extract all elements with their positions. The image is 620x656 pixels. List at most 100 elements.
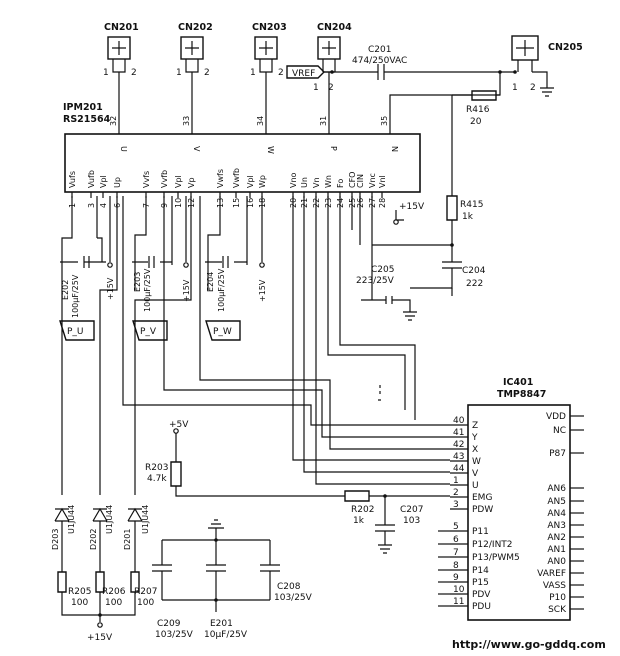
ic-right-pin-name: AN0: [547, 557, 566, 567]
ic-right-pin-name: SCK: [548, 605, 567, 615]
ic-pin-number: 43: [453, 452, 464, 462]
svg-text:U1JU44: U1JU44: [141, 505, 150, 534]
ipm-pin-name: Fo: [336, 179, 345, 188]
ic-pin-number: 41: [453, 428, 464, 438]
svg-text:R207: R207: [134, 587, 157, 597]
ic-pin-name: W: [472, 457, 481, 467]
svg-text:R415: R415: [460, 200, 483, 210]
svg-text:223/25V: 223/25V: [356, 276, 395, 286]
ic-right-pin-name: AN1: [547, 545, 566, 555]
svg-text:TMP8847: TMP8847: [497, 389, 546, 400]
svg-text:C208: C208: [277, 582, 301, 592]
svg-text:P: P: [329, 146, 338, 151]
bootstrap-w: E204 100µF/25V +15V P_W: [205, 196, 267, 341]
connector-cn203: CN203 1 2: [250, 22, 287, 110]
svg-text:+15V: +15V: [258, 279, 267, 302]
svg-text:1: 1: [176, 68, 182, 78]
ic-pin-name: P15: [472, 578, 489, 588]
ic-right-pin-name: AN5: [547, 497, 566, 507]
svg-text:31: 31: [319, 116, 328, 126]
svg-text:CN203: CN203: [252, 22, 287, 33]
svg-text:103: 103: [403, 516, 420, 526]
svg-text:100µF/25V: 100µF/25V: [217, 268, 226, 312]
ipm-pin-number: 10: [174, 198, 183, 208]
svg-text:32: 32: [109, 116, 118, 126]
svg-text:IPM201: IPM201: [63, 102, 103, 113]
ipm-pin-name: Un: [300, 177, 309, 188]
svg-text:100µF/25V: 100µF/25V: [143, 268, 152, 312]
svg-text:D201: D201: [123, 529, 132, 550]
ipm-pin-name: Vufb: [87, 170, 96, 188]
svg-text:35: 35: [380, 116, 389, 126]
bootstrap-u: E202 100µF/25V +15V P_U: [59, 196, 115, 341]
svg-text:W: W: [266, 146, 275, 154]
emg-network: +5V R203 4.7k R202 1k C207 103: [145, 420, 450, 554]
ic-pin-name: P12/INT2: [472, 540, 513, 550]
ic-pin-number: 1: [453, 476, 459, 486]
ipm-pin-name: Up: [113, 177, 122, 188]
resistor-r207: R207 100: [130, 571, 157, 608]
ic-pin-number: 44: [453, 464, 465, 474]
bottom-rail: +15V: [61, 592, 136, 643]
svg-text:CN201: CN201: [104, 22, 139, 33]
svg-text:2: 2: [328, 83, 334, 93]
ipm-pin-name: Vufs: [68, 171, 77, 188]
ic-pin-number: 6: [453, 535, 459, 545]
svg-text:1k: 1k: [462, 212, 474, 222]
svg-text:20: 20: [470, 117, 482, 127]
svg-text:+15V: +15V: [399, 202, 425, 212]
svg-text:+15V: +15V: [182, 279, 191, 302]
ic-right-pin-name: AN3: [547, 521, 566, 531]
ic-pin-number: 10: [453, 585, 465, 595]
ipm-pin-name: Vpl: [99, 175, 108, 188]
svg-text:U1JU44: U1JU44: [67, 505, 76, 534]
ic-pin-number: 5: [453, 522, 459, 532]
svg-text:C209: C209: [157, 619, 181, 629]
ipm-pin-name: Vp: [187, 177, 196, 188]
resistor-r206: R206 100: [95, 571, 126, 608]
ic-pin-name: X: [472, 445, 478, 455]
svg-text:C201: C201: [368, 45, 391, 55]
svg-text:VREF: VREF: [292, 69, 315, 79]
svg-text:E201: E201: [210, 619, 233, 629]
ic-pin-number: 9: [453, 573, 459, 583]
svg-text:R203: R203: [145, 463, 168, 473]
vref-tag: VREF: [286, 65, 325, 79]
ic-right-pin-name: P87: [549, 449, 566, 459]
svg-text:N: N: [390, 146, 399, 152]
diode-d201: D201 U1JU44: [123, 505, 150, 572]
svg-text:474/250VAC: 474/250VAC: [352, 56, 407, 66]
ipm-pin-name: Vnl: [378, 175, 387, 188]
diode-d203: D203 U1JU44: [51, 505, 76, 572]
ic-pin-number: 7: [453, 548, 459, 558]
svg-text:4.7k: 4.7k: [147, 474, 167, 484]
ic-pin-name: EMG: [472, 493, 492, 503]
svg-text:P_W: P_W: [213, 327, 232, 337]
connector-cn201: CN201 1 2: [103, 22, 139, 110]
cn205-wiring: [389, 60, 554, 110]
svg-text:E202: E202: [61, 280, 70, 300]
ipm-right-network: R415 1k C204 222 C205 223/25V +15V: [356, 94, 500, 321]
svg-text:R202: R202: [351, 505, 374, 515]
resistor-r205: R205 100: [57, 571, 91, 608]
ipm-pin-name: Wp: [258, 175, 267, 188]
svg-text:CN205: CN205: [548, 42, 583, 53]
ipm-pin-name: Vn: [312, 177, 321, 188]
ic-pin-number: 11: [453, 597, 464, 607]
ic-pin-name: P11: [472, 527, 489, 537]
svg-text:C204: C204: [462, 266, 486, 276]
ipm-pin-name: Vvfs: [142, 171, 151, 188]
svg-text:U: U: [119, 146, 128, 152]
svg-text:D202: D202: [89, 529, 98, 550]
ipm-pin-name: Vwfb: [232, 168, 241, 188]
svg-text:1k: 1k: [353, 516, 365, 526]
svg-text:R205: R205: [68, 587, 91, 597]
ipm-pin-name: Vpl: [174, 175, 183, 188]
ic-pin-name: V: [472, 469, 479, 479]
svg-text:1: 1: [103, 68, 109, 78]
svg-text:1: 1: [313, 83, 319, 93]
ipm-top-pin-numbers: 32 33 34 31 35: [109, 116, 389, 126]
svg-text:2: 2: [131, 68, 137, 78]
ipm-top-pin-names: U V W P N: [119, 146, 399, 154]
